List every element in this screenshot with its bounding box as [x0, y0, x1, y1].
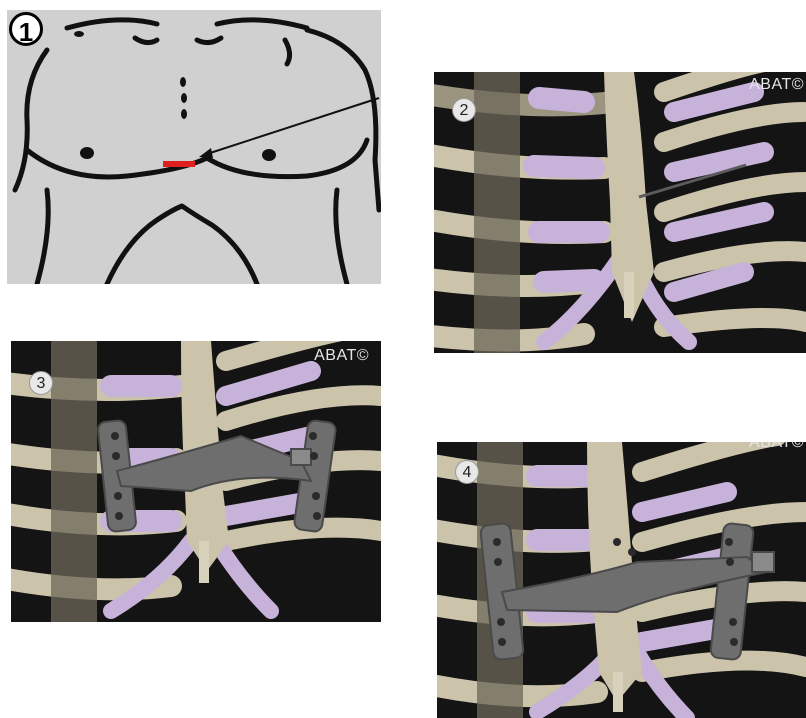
panel-4-ribcage-implant-final: 4 ABAT© [437, 442, 806, 718]
incision-mark [163, 161, 195, 167]
pointer-arrow [207, 98, 379, 154]
panel-3-ribcage-implant: 3 ABAT© [11, 341, 381, 622]
arrow-head-icon [199, 148, 213, 158]
panel-1-chest-sketch: 1 [7, 10, 381, 284]
copyright-watermark: ABAT© [749, 442, 804, 452]
step-number-badge: 1 [9, 12, 43, 46]
panel-2-ribcage-needle: 2 ABAT© [434, 72, 806, 353]
ribcage-illustration [434, 72, 806, 353]
copyright-watermark: ABAT© [314, 347, 369, 365]
ribcage-implant-final-illustration [437, 442, 806, 718]
step-number-badge: 2 [452, 98, 476, 122]
step-number-badge: 4 [455, 460, 479, 484]
copyright-watermark: ABAT© [749, 76, 804, 94]
ribcage-implant-illustration [11, 341, 381, 622]
step-number-badge: 3 [29, 371, 53, 395]
chest-outline-drawing [7, 10, 381, 284]
